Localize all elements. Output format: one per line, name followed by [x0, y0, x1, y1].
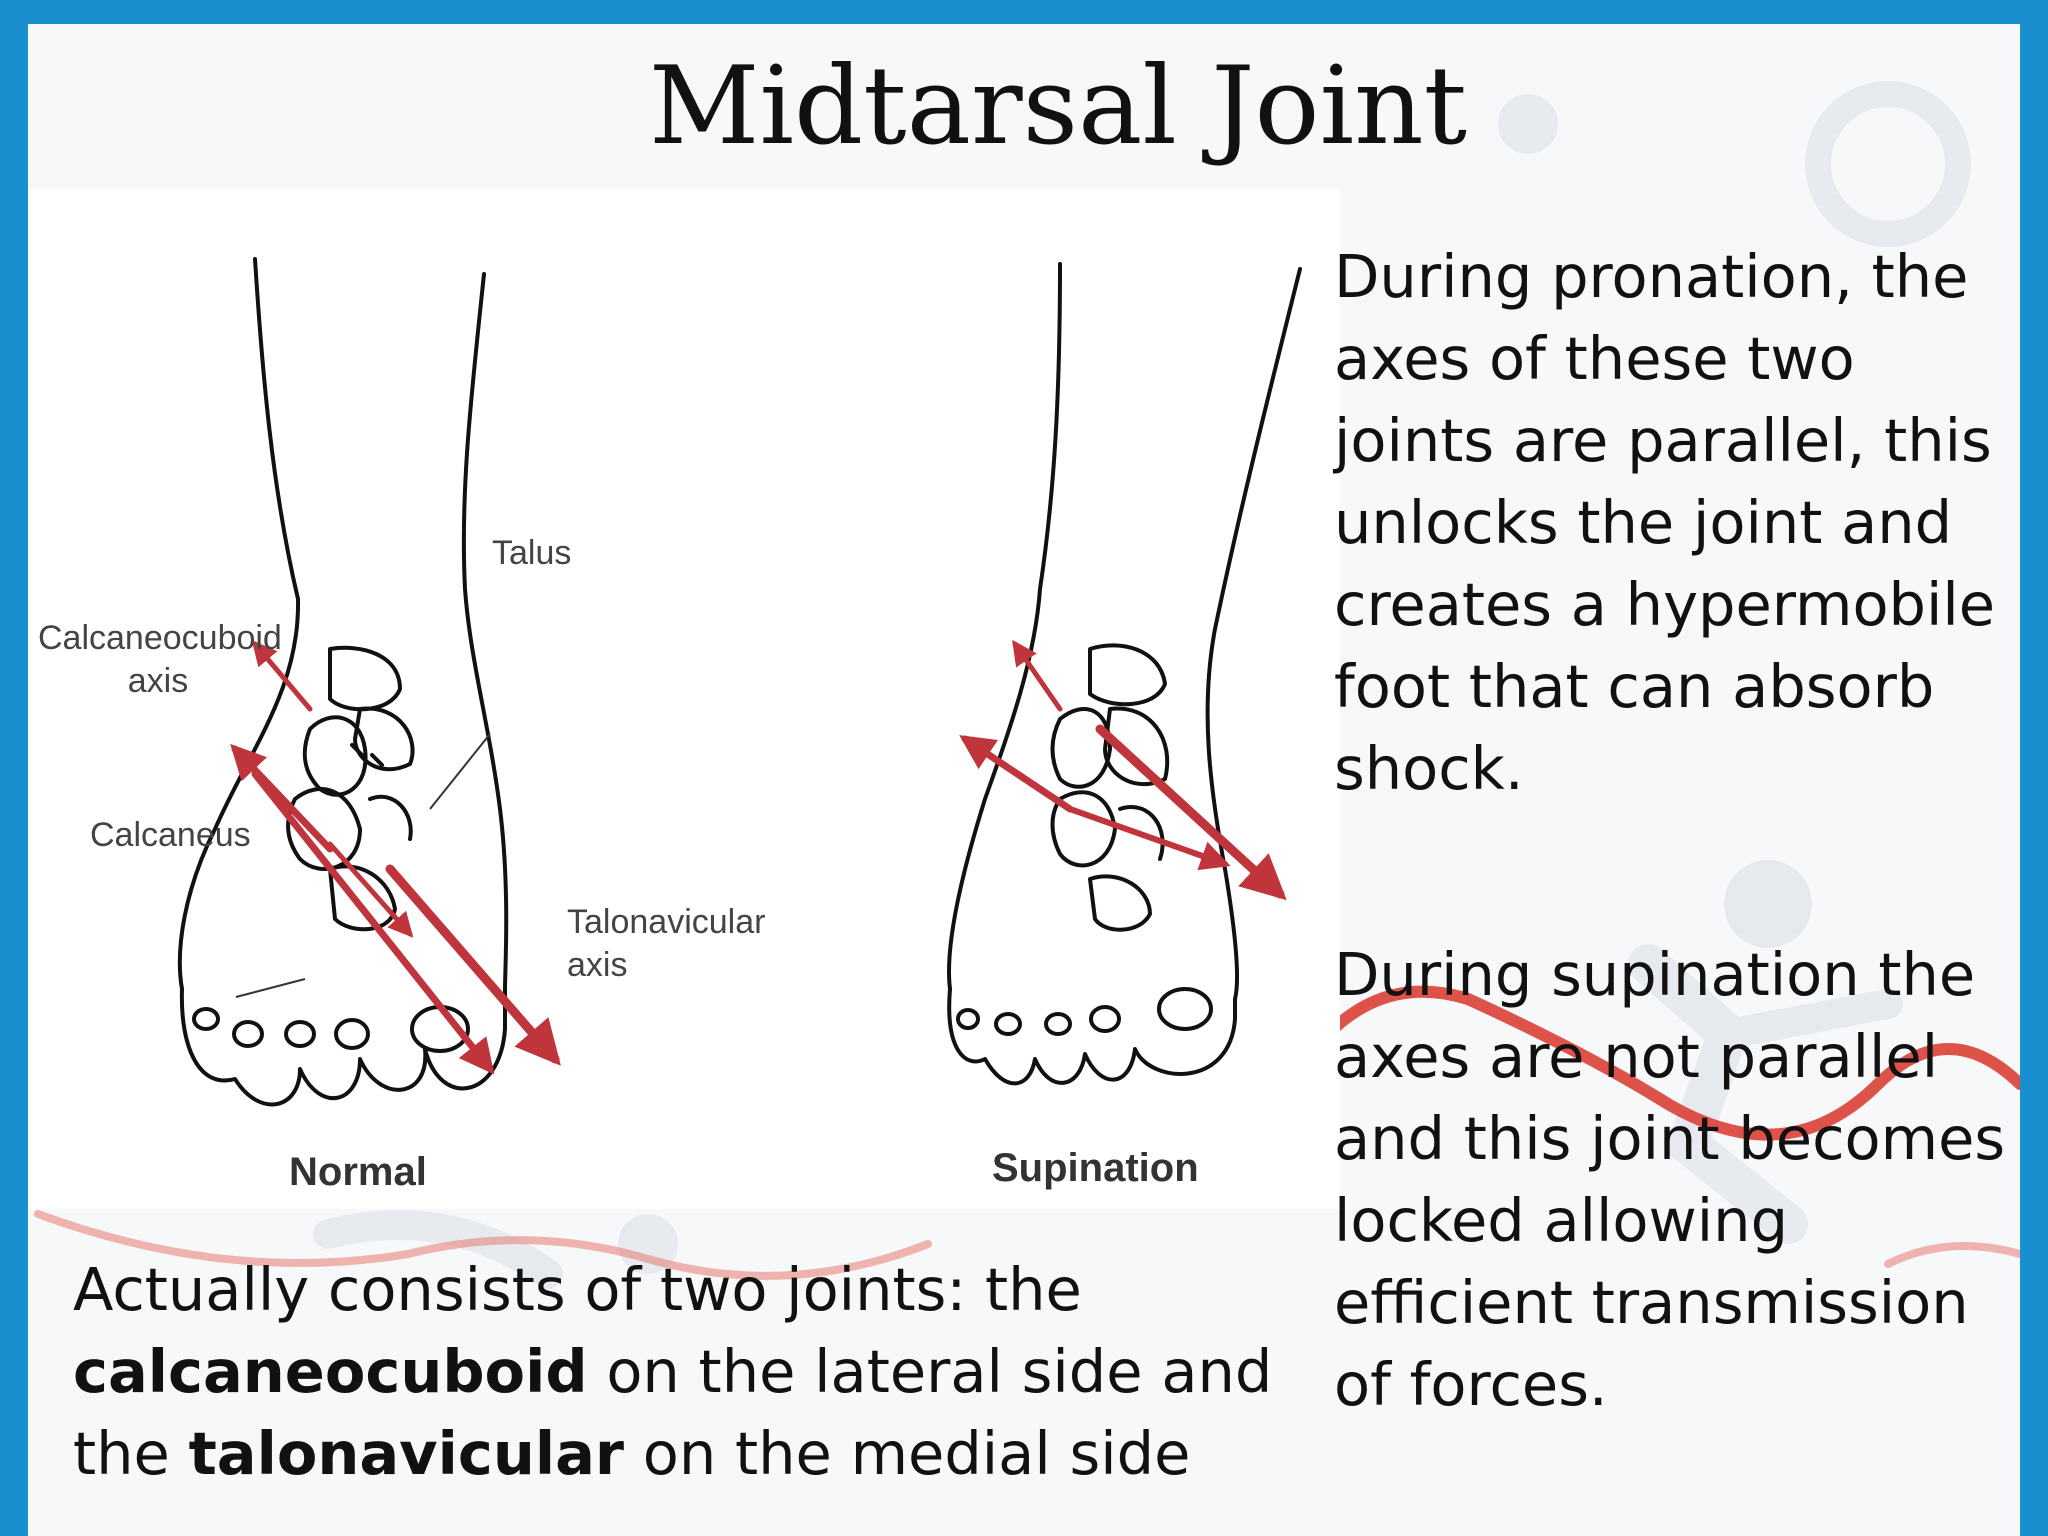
foot-illustration	[177, 257, 1302, 1107]
term-talonavicular: talonavicular	[188, 1419, 624, 1488]
description-part-3: on the medial side	[623, 1419, 1191, 1488]
supination-axes	[959, 639, 1287, 901]
background-shapes	[313, 81, 1971, 1289]
normal-axes	[230, 640, 561, 1075]
slide: Midtarsal Joint	[28, 24, 2020, 1536]
background-decoration	[34, 81, 2020, 1289]
slide-title: Midtarsal Joint	[648, 44, 1468, 169]
label-talus: Talus	[492, 534, 572, 572]
label-talonavicular-axis: Talonavicular axis	[567, 903, 766, 984]
description-part-1: Actually consists of two joints: the	[73, 1255, 1082, 1324]
normal-calcaneocuboid-axis-upper	[230, 743, 334, 853]
description-part-2: on the lateral side and the	[73, 1337, 1273, 1488]
label-calcaneus: Calcaneus	[90, 816, 251, 854]
caption-normal: Normal	[289, 1150, 427, 1194]
caption-supination: Supination	[992, 1146, 1199, 1190]
red-swoosh-2	[34, 1210, 932, 1280]
normal-foot	[177, 257, 509, 1107]
label-calcaneocuboid-axis: Calcaneocuboid axis	[38, 619, 282, 700]
supination-talonavicular-axis	[1012, 639, 1063, 712]
red-swoosh	[1322, 985, 2020, 1141]
normal-talonavicular-axis	[251, 640, 313, 712]
pronation-text: During pronation, the axes of these two …	[1334, 242, 1996, 803]
red-swoosh-3	[1884, 1242, 2020, 1268]
label-leaders	[235, 733, 491, 998]
foot-diagram: Talus Calcaneocuboid axis Calcaneus Talo…	[28, 189, 1340, 1209]
supination-calcaneocuboid-axis	[959, 735, 1074, 813]
supination-text: During supination the axes are not paral…	[1334, 940, 2006, 1419]
joint-description: Actually consists of two joints: the cal…	[73, 1249, 1293, 1495]
term-calcaneocuboid: calcaneocuboid	[73, 1337, 588, 1406]
normal-talonavicular-axis-lower	[327, 841, 414, 938]
supination-foot	[947, 262, 1302, 1086]
normal-calcaneocuboid-axis	[251, 770, 495, 1075]
